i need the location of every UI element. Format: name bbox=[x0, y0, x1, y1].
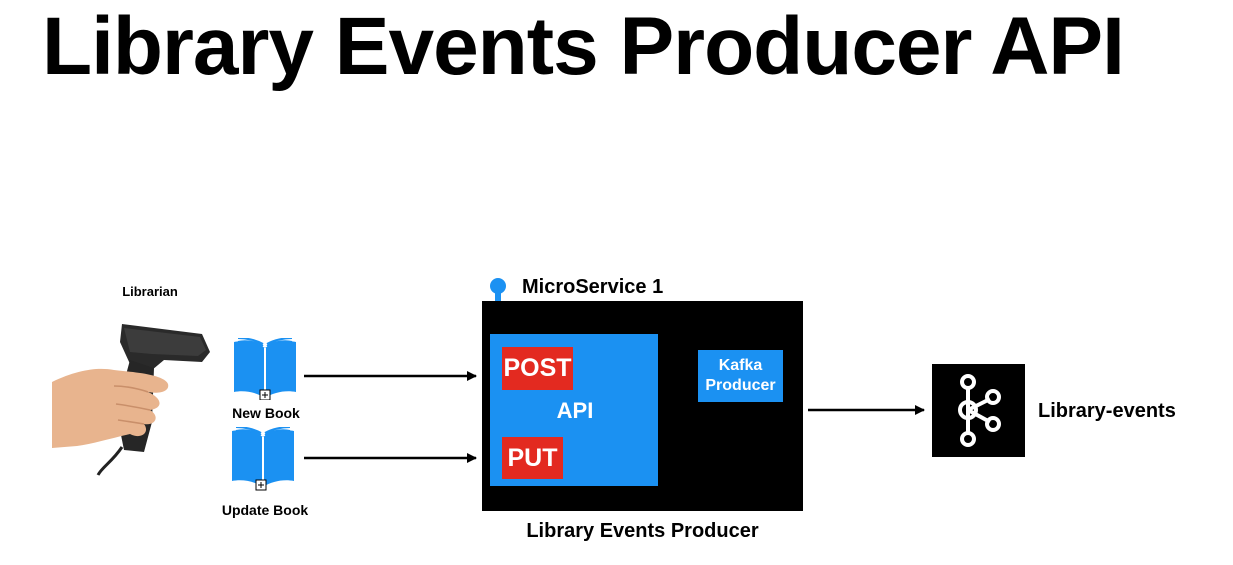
kafka-producer-box: Kafka Producer bbox=[698, 350, 783, 402]
new-book-label: New Book bbox=[232, 405, 300, 421]
post-method-badge: POST bbox=[502, 347, 573, 390]
update-book-label: Update Book bbox=[221, 502, 309, 518]
api-label: API bbox=[556, 398, 594, 423]
kafka-producer-line1: Kafka bbox=[718, 357, 763, 374]
put-method-badge: PUT bbox=[502, 437, 563, 479]
library-events-topic-label: Library-events bbox=[1038, 400, 1176, 422]
book-icon bbox=[234, 338, 296, 400]
kafka-topic-box bbox=[932, 364, 1025, 457]
kafka-producer-line2: Producer bbox=[705, 377, 776, 394]
book-icon bbox=[232, 427, 294, 491]
librarian-label: Librarian bbox=[122, 284, 178, 299]
microservice-caption: Library Events Producer bbox=[526, 520, 759, 542]
location-pin-icon bbox=[490, 278, 506, 302]
kafka-logo-icon bbox=[958, 374, 1001, 447]
page-title: Library Events Producer API bbox=[42, 1, 1125, 92]
microservice-label: MicroService 1 bbox=[522, 276, 664, 298]
barcode-scanner-icon bbox=[52, 324, 210, 476]
